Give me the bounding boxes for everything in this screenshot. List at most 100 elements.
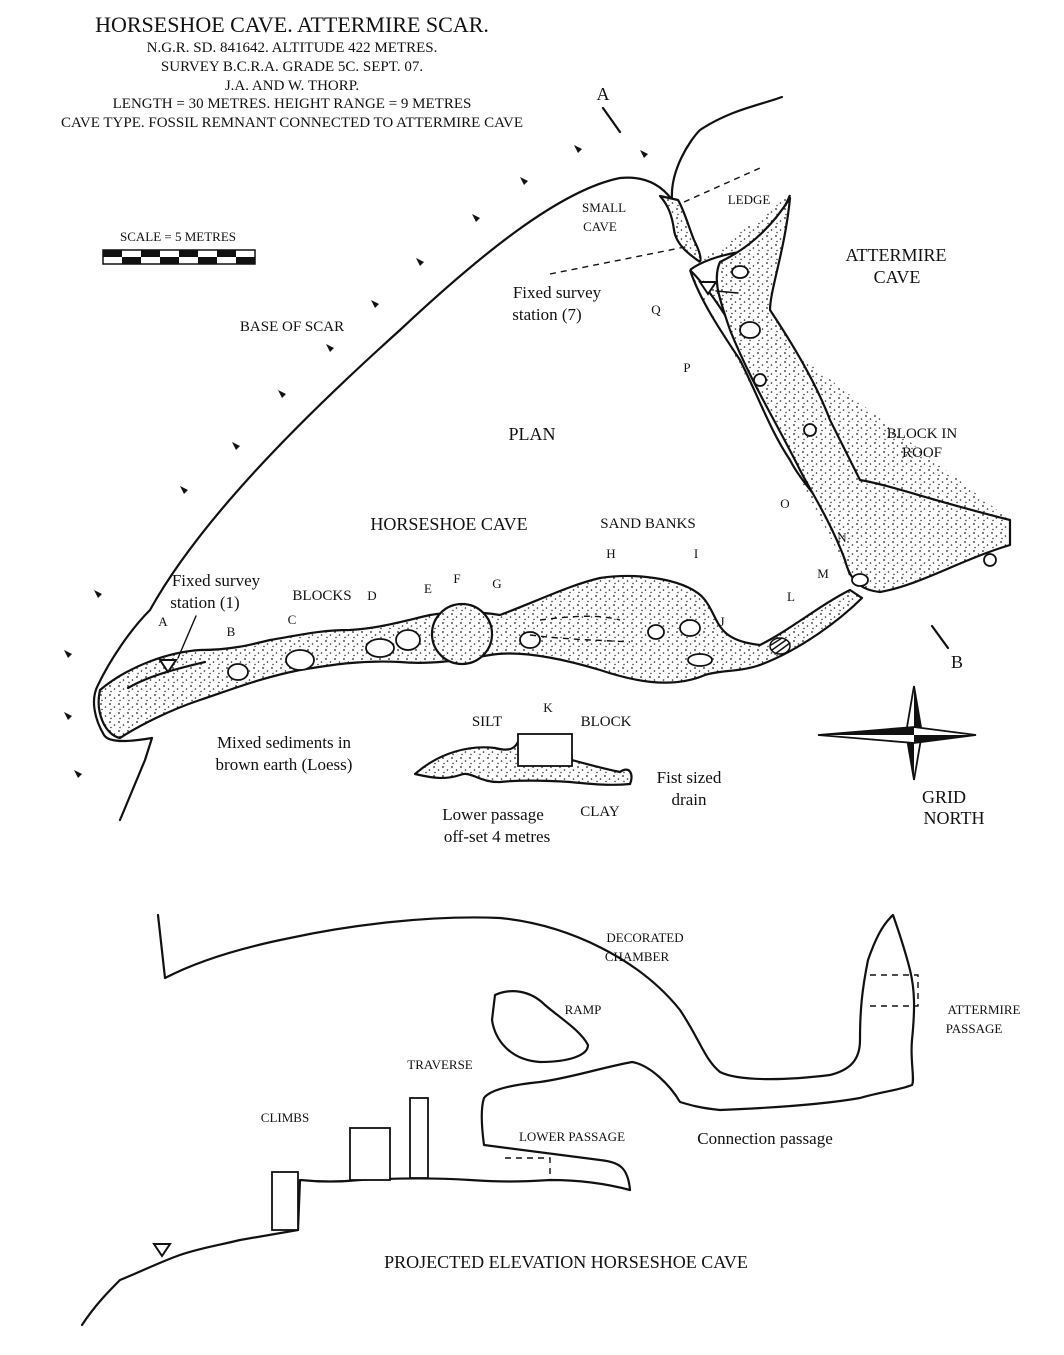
- header-line-5: CAVE TYPE. FOSSIL REMNANT CONNECTED TO A…: [61, 115, 523, 131]
- section-letter-e: E: [424, 581, 432, 596]
- section-letter-a: A: [158, 614, 168, 629]
- scale-cell: [160, 257, 179, 264]
- label-lower-passage-2: off-set 4 metres: [444, 827, 550, 846]
- survey-title: HORSESHOE CAVE. ATTERMIRE SCAR.: [95, 12, 489, 37]
- section-line-end-b: B: [951, 652, 963, 672]
- elevation-station-marker: [152, 1243, 172, 1258]
- entrance-line: [126, 660, 207, 690]
- label-base-of-scar: BASE OF SCAR: [240, 319, 344, 335]
- boulder: [679, 619, 701, 637]
- scale-cell: [217, 250, 236, 257]
- hachure-mark: [64, 650, 72, 658]
- label-drain-2: drain: [672, 790, 707, 809]
- section-letter-q: Q: [651, 302, 661, 317]
- section-letter-g: G: [492, 576, 501, 591]
- attermire-cave-body: [715, 196, 1012, 594]
- label-small-cave-2: CAVE: [583, 219, 617, 234]
- ramp-outline: [490, 990, 590, 1064]
- header-line-4: LENGTH = 30 METRES. HEIGHT RANGE = 9 MET…: [113, 96, 472, 112]
- label-drain-1: Fist sized: [657, 768, 722, 787]
- climb-block-3: [271, 1171, 299, 1231]
- section-letter-l: L: [787, 589, 795, 604]
- north-compass: GRID NORTH: [817, 685, 985, 828]
- north-label-2: NORTH: [924, 808, 985, 828]
- boulder: [983, 553, 997, 567]
- section-letter-p: P: [683, 360, 690, 375]
- hachure-mark: [574, 145, 582, 153]
- label-traverse: TRAVERSE: [407, 1057, 473, 1072]
- section-letter-f: F: [453, 571, 460, 586]
- label-blocks: BLOCKS: [292, 588, 351, 604]
- label-station-7-2: station (7): [512, 305, 581, 324]
- label-station-1-1: Fixed survey: [172, 571, 261, 590]
- climb-block-2: [409, 1097, 429, 1179]
- section-letter-b: B: [227, 624, 236, 639]
- section-letter-m: M: [817, 566, 829, 581]
- survey-station-1-marker: [158, 659, 178, 674]
- section-line-b-tick: [930, 624, 950, 650]
- hachure-mark: [640, 150, 648, 158]
- boulder: [753, 373, 767, 387]
- section-letter-k: K: [543, 700, 553, 715]
- scale-cell: [122, 257, 141, 264]
- label-small-cave-1: SMALL: [582, 200, 626, 215]
- label-lower-passage-elev: LOWER PASSAGE: [519, 1129, 625, 1144]
- hachure-mark: [371, 300, 379, 308]
- hachure-mark: [180, 486, 188, 494]
- lower-passage-elev: [505, 1157, 551, 1178]
- boulder: [851, 573, 869, 587]
- boulder: [285, 649, 315, 671]
- scale-cell: [179, 250, 198, 257]
- chamber-f: [430, 602, 494, 666]
- header-line-1: N.G.R. SD. 841642. ALTITUDE 422 METRES.: [147, 40, 438, 56]
- passage-boulders: [227, 265, 997, 681]
- hachure-mark: [94, 590, 102, 598]
- section-line-a-tick: [601, 106, 622, 134]
- section-letter-i: I: [694, 546, 698, 561]
- scale-cell: [141, 250, 160, 257]
- plan-title: PLAN: [508, 424, 555, 444]
- elevation-floor-line: [80, 1177, 632, 1327]
- sand-bank-flow-2: [529, 634, 631, 643]
- header-block: HORSESHOE CAVE. ATTERMIRE SCAR. N.G.R. S…: [61, 12, 523, 131]
- label-attermire-passage-1: ATTERMIRE: [948, 1002, 1021, 1017]
- section-letter-d: D: [367, 588, 376, 603]
- hachure-mark: [416, 258, 424, 266]
- label-attermire-cave-1: ATTERMIRE: [846, 245, 947, 265]
- scar-hachures: [64, 145, 648, 778]
- label-silt: SILT: [472, 714, 502, 730]
- north-label-1: GRID: [922, 787, 966, 807]
- label-ramp: RAMP: [565, 1002, 602, 1017]
- scale-cell: [103, 250, 122, 257]
- scale-cell: [236, 257, 255, 264]
- boulder: [227, 663, 249, 681]
- header-line-3: J.A. AND W. THORP.: [225, 78, 359, 94]
- label-block-in-roof-2: ROOF: [902, 445, 942, 461]
- section-letter-j: J: [719, 614, 724, 629]
- label-climbs: CLIMBS: [261, 1110, 309, 1125]
- hachure-mark: [74, 770, 82, 778]
- hachure-mark: [278, 390, 286, 398]
- section-letter-n: N: [837, 530, 847, 545]
- label-station-1-2: station (1): [170, 593, 239, 612]
- label-mixed-sediments-2: brown earth (Loess): [216, 755, 353, 774]
- scale-bar: SCALE = 5 METRES: [102, 229, 256, 265]
- hachure-mark: [232, 442, 240, 450]
- sand-bank-flow: [539, 615, 621, 621]
- label-mixed-sediments-1: Mixed sediments in: [217, 733, 352, 752]
- label-station-7-1: Fixed survey: [513, 283, 602, 302]
- hachure-mark: [520, 177, 528, 185]
- scale-cell: [198, 257, 217, 264]
- section-line-end-a: A: [597, 84, 610, 104]
- boulder: [647, 624, 665, 640]
- label-block-in-roof-1: BLOCK IN: [887, 426, 958, 442]
- elevation-title: PROJECTED ELEVATION HORSESHOE CAVE: [384, 1252, 748, 1272]
- lower-passage-block: [517, 733, 573, 767]
- label-decorated-1: DECORATED: [606, 930, 683, 945]
- hachure-mark: [326, 344, 334, 352]
- elevation-roof-line: [156, 913, 916, 1192]
- label-attermire-passage-2: PASSAGE: [946, 1021, 1003, 1036]
- ledge-line-lower: [549, 245, 691, 275]
- label-ledge: LEDGE: [728, 192, 771, 207]
